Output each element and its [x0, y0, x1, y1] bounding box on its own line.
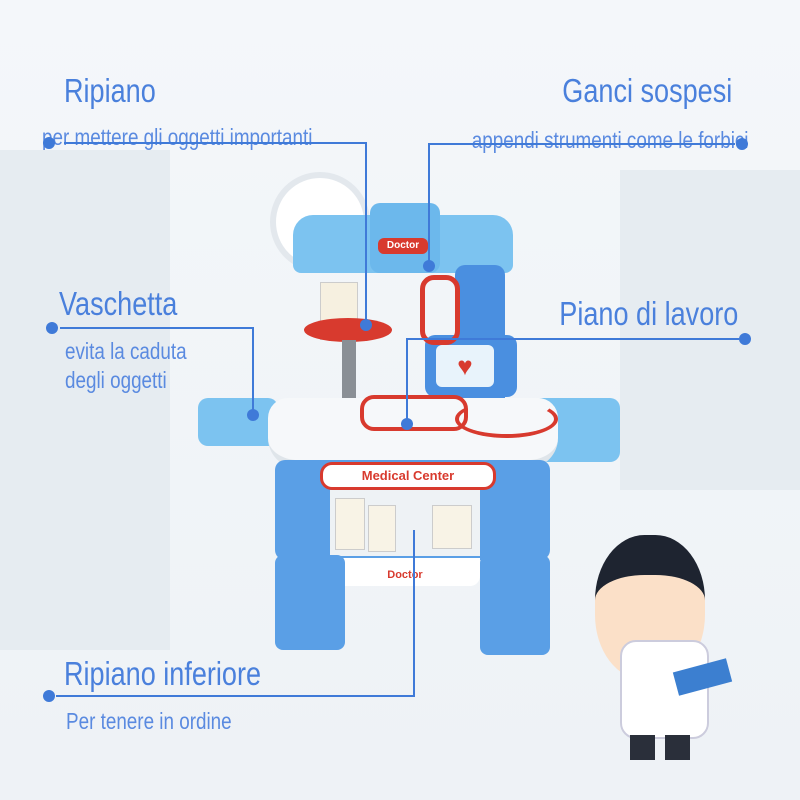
doctor-leg — [665, 735, 690, 760]
ganci-subtitle: appendi strumenti come le forbici — [471, 127, 748, 153]
piano-leader-line — [407, 338, 739, 340]
toy-base-logo: Doctor — [330, 558, 480, 586]
ripiano-leader-line — [365, 142, 367, 324]
toy-badge: Doctor — [378, 238, 428, 254]
inferiore-title: Ripiano inferiore — [64, 655, 262, 692]
ganci-leader-line — [428, 143, 430, 265]
medical-center-label: Medical Center — [320, 462, 496, 490]
vaschetta-title: Vaschetta — [59, 285, 178, 322]
ganci-leader-line — [429, 143, 735, 145]
scissors-icon — [420, 275, 460, 345]
ripiano-leader-line — [64, 142, 366, 144]
vaschetta-target-marker — [247, 409, 259, 421]
inferiore-leader-line — [56, 695, 415, 697]
medicine-box — [432, 505, 472, 549]
doctor-leg — [630, 735, 655, 760]
ripiano-subtitle: per mettere gli oggetti importanti — [42, 124, 313, 150]
inferiore-marker — [43, 690, 55, 702]
background-cabinet — [620, 170, 800, 490]
glasses-icon — [360, 395, 468, 431]
piano-target-marker — [401, 418, 413, 430]
ripiano-target-marker — [360, 319, 372, 331]
piano-marker — [739, 333, 751, 345]
toy-shelf-pole — [342, 340, 356, 400]
piano-leader-line — [406, 338, 408, 424]
ripiano-title: Ripiano — [64, 72, 156, 109]
medicine-box — [368, 505, 396, 552]
vaschetta-leader-line — [252, 327, 254, 415]
vaschetta-subtitle-line1: evita la caduta — [65, 338, 187, 364]
ganci-marker — [736, 138, 748, 150]
toy-left-leg — [275, 555, 345, 650]
vaschetta-marker — [46, 322, 58, 334]
toy-left-tray — [198, 398, 278, 446]
ganci-title: Ganci sospesi — [562, 72, 732, 109]
toy-right-leg — [480, 555, 550, 655]
inferiore-subtitle: Per tenere in ordine — [66, 708, 232, 734]
piano-title: Piano di lavoro — [558, 295, 738, 332]
inferiore-leader-line — [413, 530, 415, 697]
ripiano-marker — [43, 137, 55, 149]
medicine-box — [335, 498, 365, 550]
vaschetta-subtitle-line2: degli oggetti — [65, 367, 167, 393]
toy-top-shelf — [304, 318, 392, 342]
heart-icon: ♥ — [436, 345, 494, 387]
background-door — [0, 150, 170, 650]
vaschetta-leader-line — [60, 327, 253, 329]
ganci-target-marker — [423, 260, 435, 272]
stethoscope-icon — [455, 400, 558, 438]
